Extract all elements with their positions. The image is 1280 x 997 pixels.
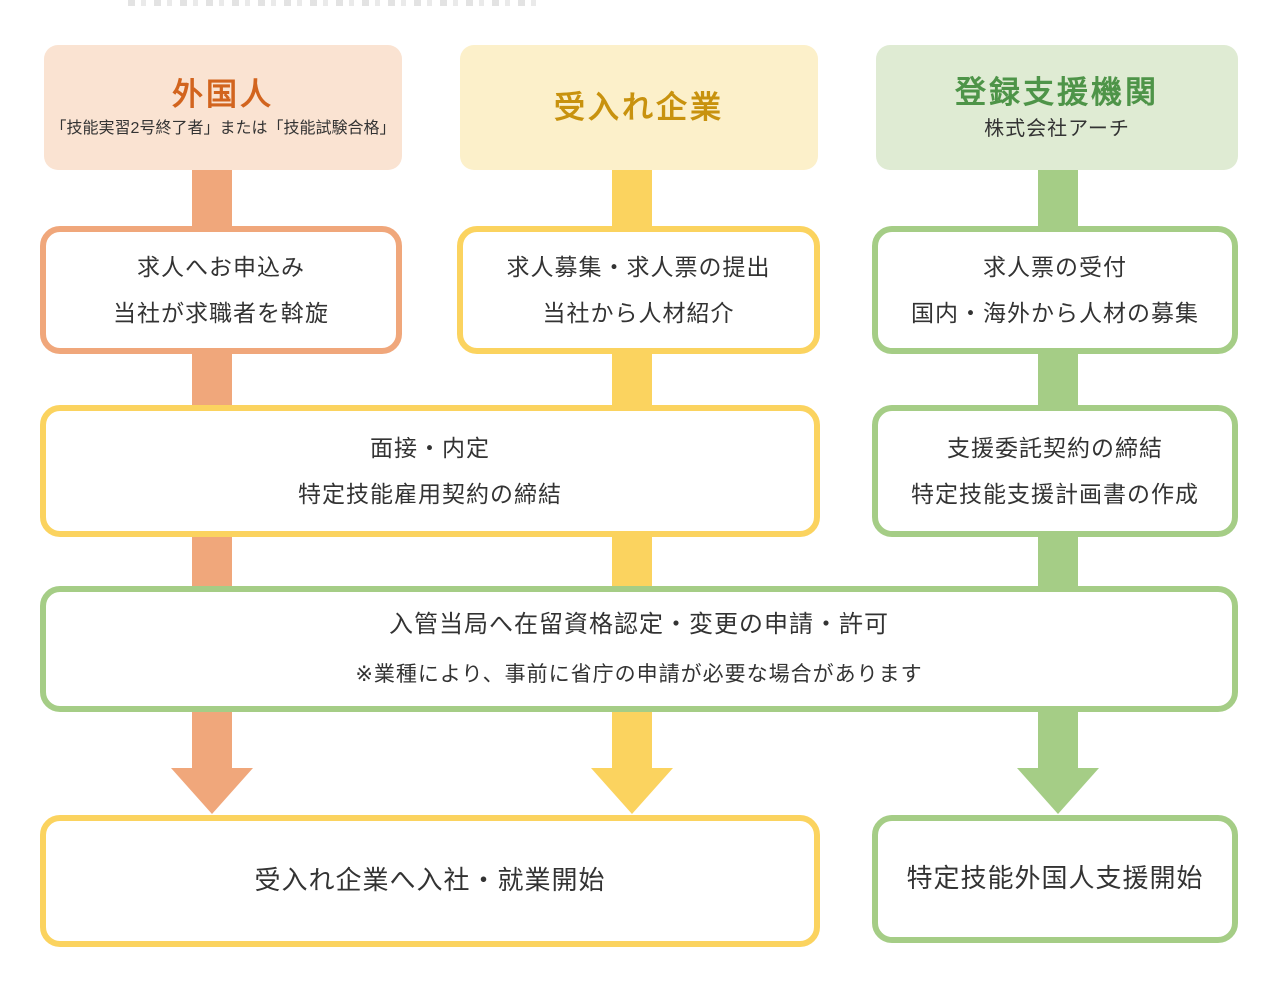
column-title-foreigner: 外国人	[172, 76, 274, 112]
step-box-org-accept: 求人票の受付 国内・海外から人材の募集	[872, 226, 1238, 354]
step-text: 支援委託契約の締結	[947, 434, 1163, 461]
step-text: 面接・内定	[370, 434, 490, 461]
step-text: 国内・海外から人材の募集	[911, 300, 1199, 326]
step-text: 特定技能雇用契約の締結	[298, 481, 562, 507]
step-box-immigration: 入管当局へ在留資格認定・変更の申請・許可 ※業種により、事前に省庁の申請が必要な…	[40, 586, 1238, 712]
step-text: 求人へお申込み	[137, 253, 305, 280]
step-note: ※業種により、事前に省庁の申請が必要な場合があります	[355, 662, 923, 686]
column-title-support-org: 登録支援機関	[955, 74, 1159, 110]
column-header-support-org: 登録支援機関 株式会社アーチ	[876, 45, 1238, 170]
column-subtitle-support-org: 株式会社アーチ	[984, 117, 1130, 140]
step-text: 求人募集・求人票の提出	[506, 253, 771, 280]
step-box-company-recruit: 求人募集・求人票の提出 当社から人材紹介	[457, 226, 820, 354]
step-text: 特定技能支援計画書の作成	[911, 481, 1199, 507]
step-box-support-contract: 支援委託契約の締結 特定技能支援計画書の作成	[872, 405, 1238, 537]
column-title-company: 受入れ企業	[554, 90, 724, 125]
step-box-employment-start: 受入れ企業へ入社・就業開始	[40, 815, 820, 947]
step-text: 入管当局へ在留資格認定・変更の申請・許可	[389, 611, 889, 639]
step-text: 求人票の受付	[983, 253, 1127, 280]
step-text: 当社から人材紹介	[542, 300, 735, 326]
down-arrow-icon-support-org	[1017, 768, 1099, 814]
step-box-interview: 面接・内定 特定技能雇用契約の締結	[40, 405, 820, 537]
step-text: 当社が求職者を斡旋	[113, 300, 329, 326]
step-text: 受入れ企業へ入社・就業開始	[254, 865, 606, 896]
step-text: 特定技能外国人支援開始	[906, 863, 1204, 894]
down-arrow-icon-company	[591, 768, 673, 814]
step-box-support-start: 特定技能外国人支援開始	[872, 815, 1238, 943]
down-arrow-icon-foreigner	[171, 768, 253, 814]
step-box-foreigner-apply: 求人へお申込み 当社が求職者を斡旋	[40, 226, 402, 354]
column-header-foreigner: 外国人 「技能実習2号終了者」または「技能試験合格」	[44, 45, 402, 170]
column-subtitle-foreigner: 「技能実習2号終了者」または「技能試験合格」	[50, 119, 396, 137]
clipped-text-artifact	[128, 0, 540, 6]
column-header-company: 受入れ企業	[460, 45, 818, 170]
